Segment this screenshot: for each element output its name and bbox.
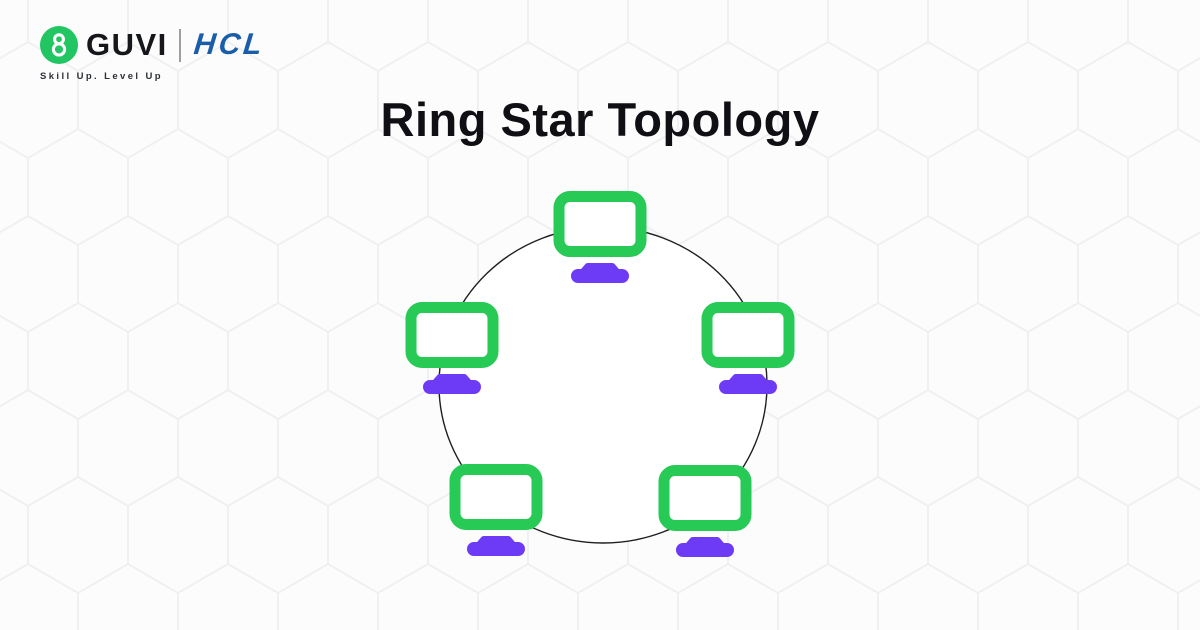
- brand-header: GUVI HCL Skill Up. Level Up: [40, 26, 267, 82]
- guvi-logo-icon: [40, 26, 78, 64]
- brand-divider: [178, 28, 182, 62]
- brand-row: GUVI HCL: [40, 26, 267, 64]
- brand-tagline: Skill Up. Level Up: [40, 71, 163, 82]
- page-title: Ring Star Topology: [380, 93, 820, 146]
- guvi-wordmark: GUVI: [86, 27, 168, 62]
- hcl-wordmark: HCL: [192, 28, 267, 61]
